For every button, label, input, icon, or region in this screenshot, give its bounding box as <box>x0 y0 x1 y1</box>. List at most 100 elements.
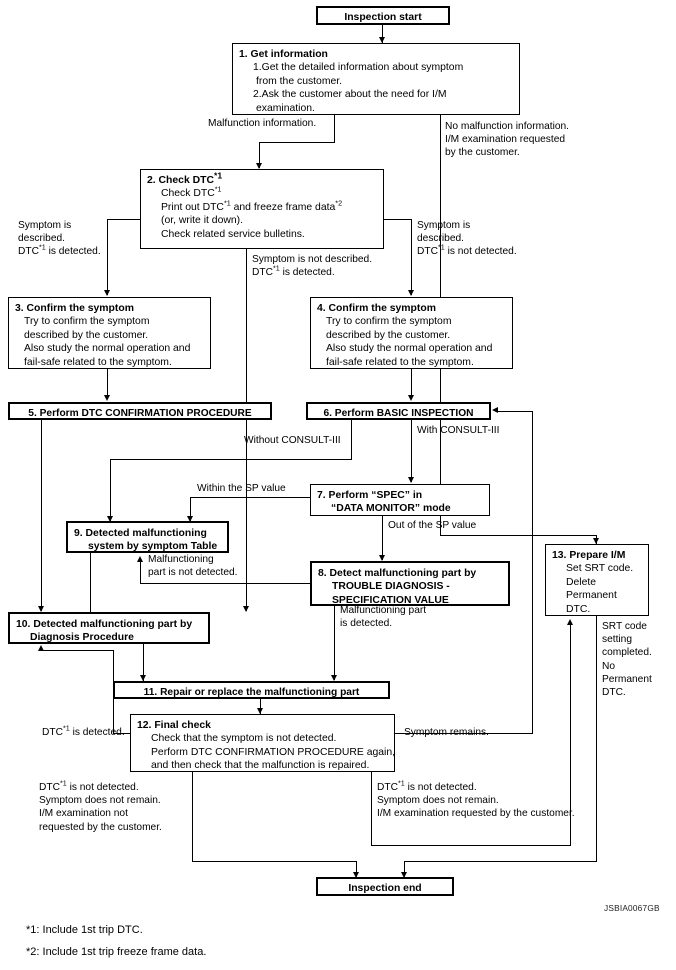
arrow-2-to-10 <box>243 606 249 612</box>
edge-bottom-mid-horiz <box>371 845 571 847</box>
edge-13-to-end-horiz <box>404 861 597 863</box>
label-mpd-l1: Malfunctioning part <box>340 605 427 616</box>
arrow-start-to-1 <box>379 37 385 43</box>
label-no-malfunction-information: No malfunction information. I/M examinat… <box>445 120 569 160</box>
label-bl-l4: requested by the customer. <box>39 821 162 833</box>
edge-12-left-to-10 <box>41 650 114 652</box>
edge-12-right-vert <box>532 411 534 734</box>
label-dtcd-a: DTC <box>42 727 63 738</box>
edge-12-bottom-left-down <box>356 861 358 877</box>
node-6-perform-basic-inspection: 6. Perform BASIC INSPECTION <box>306 402 491 420</box>
node-12-final-check: 12. Final check Check that the symptom i… <box>130 714 395 772</box>
edge-1-to-2-horiz <box>259 142 335 144</box>
edge-4-to-6 <box>411 369 413 398</box>
edge-13-to-end-down <box>404 861 406 877</box>
edge-without-consult-down <box>110 459 112 521</box>
edge-1-down-left <box>334 115 336 143</box>
node-8-detect-malfunctioning-part: 8. Detect malfunctioning part by TROUBLE… <box>310 561 510 606</box>
arrow-6-to-7 <box>408 477 414 483</box>
label-dtcd-b: is detected. <box>69 727 125 738</box>
label-bm-l2: Symptom does not remain. <box>377 795 499 807</box>
node-7-line-2: “DATA MONITOR” mode <box>331 503 451 515</box>
edge-9-to-10 <box>90 553 92 629</box>
label-symptom-not-described: Symptom is not described. DTC*1 is detec… <box>252 253 372 279</box>
node-4-line-1: Try to confirm the symptom <box>326 316 452 328</box>
label-bm-l1: DTC*1 is not detected. <box>377 778 477 793</box>
node-4-confirm-symptom: 4. Confirm the symptom Try to confirm th… <box>310 297 513 369</box>
edge-without-consult-vert <box>351 420 353 460</box>
node-12-head: 12. Final check <box>137 720 211 731</box>
node-1-line-3: 2.Ask the customer about the need for I/… <box>253 89 447 101</box>
label-srt-l1: SRT code <box>602 621 647 632</box>
node-inspection-start-label: Inspection start <box>344 12 422 23</box>
label-sd-left-l1: Symptom is <box>18 220 72 231</box>
edge-11-to-12 <box>260 699 262 714</box>
node-9-line-2: system by symptom Table <box>88 541 218 553</box>
edge-6-to-7 <box>411 420 413 482</box>
edge-10-to-11 <box>143 644 145 681</box>
node-5-label: 5. Perform DTC CONFIRMATION PROCEDURE <box>28 408 252 419</box>
label-no-malf-l1: No malfunction information. <box>445 121 570 132</box>
arrow-12-to-6 <box>492 407 498 413</box>
edge-to-2-vert <box>259 142 261 168</box>
node-3-line-3: Also study the normal operation and <box>24 343 191 355</box>
label-symptom-described-right: Symptom is described. DTC*1 is not detec… <box>417 219 517 259</box>
edge-no-malf-horiz <box>440 535 597 537</box>
node-1-line-1: 1.Get the detailed information about sym… <box>253 62 464 74</box>
arrow-2-to-3 <box>104 290 110 296</box>
node-11-label: 11. Repair or replace the malfunctioning… <box>143 687 360 698</box>
arrow-11-to-12 <box>257 708 263 714</box>
arrow-1-to-2 <box>256 163 262 169</box>
footnote-1: *1: Include 1st trip DTC. <box>26 924 143 936</box>
arrow-2-to-4 <box>408 290 414 296</box>
edge-12-bottom-left-horiz <box>192 861 357 863</box>
label-snd-l2: DTC*1 is detected. <box>252 263 335 279</box>
edge-2-right-vert <box>411 219 413 295</box>
edge-2-left-horiz <box>107 219 141 221</box>
footnote-2: *2: Include 1st trip freeze frame data. <box>26 946 207 958</box>
label-sd-right-l1: Symptom is <box>417 220 471 231</box>
label-bl-l2: Symptom does not remain. <box>39 795 161 807</box>
node-4-line-2: described by the customer. <box>326 329 451 341</box>
arrow-8-to-11 <box>331 675 337 681</box>
figure-code: JSBIA0067GB <box>604 903 660 913</box>
label-srt-l4: No <box>602 660 616 672</box>
label-malf-part-not-detected: Malfunctioning part is not detected. <box>148 553 237 579</box>
arrow-bottom-left-to-end <box>353 872 359 878</box>
node-4-line-4: fail-safe related to the symptom. <box>326 356 474 368</box>
label-mpnd-l1: Malfunctioning <box>148 554 214 565</box>
edge-start-to-1 <box>382 25 384 43</box>
node-2-head: 2. Check DTC*1 <box>147 170 223 186</box>
node-2-line-4: Check related service bulletins. <box>161 228 305 240</box>
arrow-without-consult-to-9 <box>107 516 113 522</box>
node-3-confirm-symptom: 3. Confirm the symptom Try to confirm th… <box>8 297 211 369</box>
edge-within-sp-horiz <box>190 497 311 499</box>
node-13-head: 13. Prepare I/M <box>552 550 626 561</box>
edge-12-right-horiz <box>395 733 533 735</box>
edge-2-down-middle <box>246 249 248 611</box>
arrow-13-to-end <box>401 872 407 878</box>
label-malf-part-detected: Malfunctioning part is detected. <box>340 604 426 630</box>
node-13-line-2: Delete <box>566 576 597 588</box>
label-srt-l2: setting <box>602 634 633 646</box>
arrow-10-to-11 <box>140 675 146 681</box>
label-bottom-left: DTC*1 is not detected. Symptom does not … <box>39 780 162 834</box>
label-no-malf-l2: I/M examination requested <box>445 134 566 146</box>
node-2-line-3: (or, write it down). <box>161 215 243 227</box>
node-8-line-1: 8. Detect malfunctioning part by <box>318 568 477 579</box>
node-3-line-2: described by the customer. <box>24 329 149 341</box>
node-8-line-2: TROUBLE DIAGNOSIS - <box>332 581 450 593</box>
label-out-of-sp-value: Out of the SP value <box>388 520 477 531</box>
node-3-line-1: Try to confirm the symptom <box>24 316 150 328</box>
node-inspection-end: Inspection end <box>316 877 454 896</box>
edge-8-to-9-vert <box>140 560 142 584</box>
label-dtcd-sup: *1 <box>62 723 70 733</box>
node-inspection-start: Inspection start <box>316 6 450 25</box>
arrow-3-to-5 <box>104 395 110 401</box>
label-bottom-mid: DTC*1 is not detected. Symptom does not … <box>377 778 575 821</box>
node-12-line-2: Perform DTC CONFIRMATION PROCEDURE again… <box>151 746 396 758</box>
label-mpd-l2: is detected. <box>340 618 393 630</box>
arrow-to-13 <box>593 538 599 544</box>
arrow-12-to-10 <box>38 645 44 651</box>
node-12-line-3: and then check that the malfunction is r… <box>151 760 370 772</box>
